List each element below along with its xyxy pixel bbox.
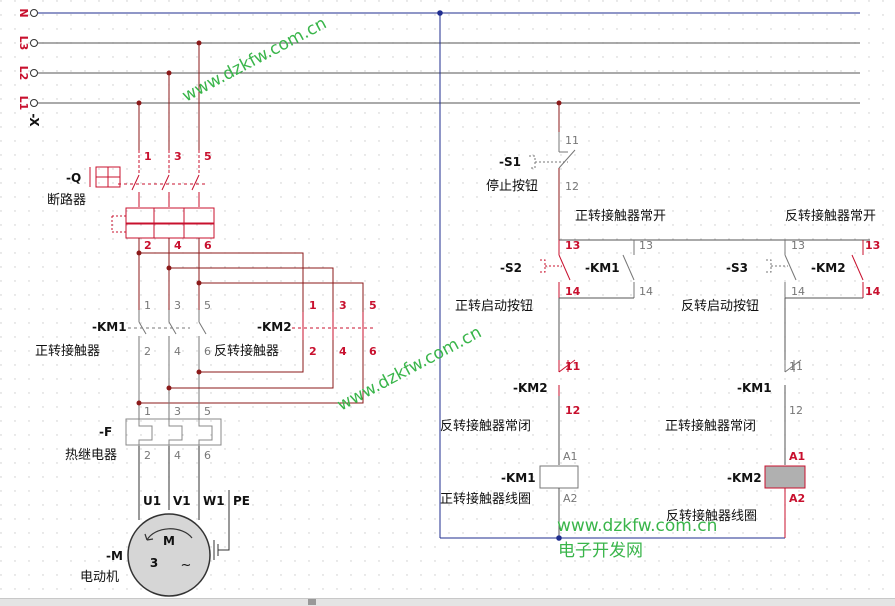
s1-name: 停止按钮 <box>486 178 538 194</box>
km2-coil-pin-a1: A1 <box>789 450 805 463</box>
breaker-pin-4: 4 <box>174 239 182 252</box>
km2-main-name: 反转接触器 <box>214 343 279 359</box>
km2-aux-no-pin-14: 14 <box>865 285 881 298</box>
scrollbar-thumb[interactable] <box>308 599 316 605</box>
motor-symbol <box>127 513 211 597</box>
breaker-pin-5: 5 <box>204 150 212 163</box>
watermark-3: www.dzkfw.com.cn <box>557 516 717 536</box>
km2-main-pin-2: 2 <box>309 345 317 358</box>
s2-tag: -S2 <box>500 261 522 275</box>
km1-main-pin-2: 2 <box>144 345 151 358</box>
motor-tag: -M <box>106 549 123 563</box>
km2-aux-no-tag: -KM2 <box>811 261 846 275</box>
relay-pin-4: 4 <box>174 449 181 462</box>
s2-name: 正转启动按钮 <box>455 299 533 314</box>
km1-aux-nc-pin-12: 12 <box>789 404 803 417</box>
km1-aux-no-caption: 正转接触器常开 <box>575 208 666 224</box>
breaker-pin-1: 1 <box>144 150 152 163</box>
km1-aux-nc-caption: 正转接触器常闭 <box>665 418 756 434</box>
km2-main-pin-5: 5 <box>369 299 377 312</box>
km1-coil-tag: -KM1 <box>501 471 536 485</box>
control-circuit-wires <box>439 13 870 539</box>
km2-coil-tag: -KM2 <box>727 471 762 485</box>
motor-name: 电动机 <box>80 570 119 585</box>
motor-terminal-pe: PE <box>233 494 250 508</box>
bus-label-l2: L2 <box>17 66 30 81</box>
s3-tag: -S3 <box>726 261 748 275</box>
motor-ac: ~ <box>181 558 192 573</box>
bus-lines <box>30 9 860 107</box>
breaker-pin-3: 3 <box>174 150 182 163</box>
km1-coil-pin-a1: A1 <box>563 450 578 463</box>
km1-coil-pin-a2: A2 <box>563 492 578 505</box>
bus-label-x: -X <box>27 113 41 127</box>
junction-dots-control <box>437 10 562 541</box>
watermark-3-sub: 电子开发网 <box>558 541 643 561</box>
km2-main-pin-3: 3 <box>339 299 347 312</box>
relay-pin-1: 1 <box>144 405 151 418</box>
km1-main-pin-3: 3 <box>174 299 181 312</box>
motor-symbol-m: M <box>163 534 175 548</box>
relay-name: 热继电器 <box>65 448 117 463</box>
km2-coil-pin-a2: A2 <box>789 492 805 505</box>
km1-coil-caption: 正转接触器线圈 <box>440 491 531 507</box>
breaker-tag: -Q <box>66 171 81 185</box>
s1-pin-12: 12 <box>565 180 579 193</box>
km1-main-pin-4: 4 <box>174 345 181 358</box>
motor-terminal-w1: W1 <box>203 494 225 508</box>
s3-pin-13: 13 <box>791 239 805 252</box>
km2-main-tag: -KM2 <box>257 320 292 334</box>
breaker-pin-2: 2 <box>144 239 152 252</box>
km1-main-pin-6: 6 <box>204 345 211 358</box>
km1-main-name: 正转接触器 <box>35 343 100 359</box>
km2-main-pin-1: 1 <box>309 299 317 312</box>
main-circuit-wires <box>111 43 373 560</box>
km2-aux-nc-pin-12: 12 <box>565 404 580 417</box>
relay-tag: -F <box>99 425 112 439</box>
junction-dots-main <box>136 40 202 406</box>
breaker-pin-6: 6 <box>204 239 212 252</box>
motor-terminal-u1: U1 <box>143 494 161 508</box>
km2-aux-no-caption: 反转接触器常开 <box>785 208 876 224</box>
bus-label-l3: L3 <box>17 36 30 51</box>
relay-pin-2: 2 <box>144 449 151 462</box>
motor-phase: 3 <box>150 556 158 570</box>
km2-aux-nc-caption: 反转接触器常闭 <box>440 418 531 434</box>
bus-label-n: N <box>17 8 30 17</box>
km2-coil-caption: 反转接触器线圈 <box>666 508 757 524</box>
km1-aux-no-pin-13: 13 <box>639 239 653 252</box>
km2-main-pin-4: 4 <box>339 345 347 358</box>
breaker-handle <box>89 166 121 188</box>
s2-pin-14: 14 <box>565 285 581 298</box>
km1-main-tag: -KM1 <box>92 320 127 334</box>
km1-main-pin-5: 5 <box>204 299 211 312</box>
horizontal-scrollbar[interactable] <box>0 598 895 606</box>
motor-terminal-v1: V1 <box>173 494 191 508</box>
km1-aux-no-pin-14: 14 <box>639 285 653 298</box>
s3-name: 反转启动按钮 <box>681 299 759 314</box>
km1-aux-nc-tag: -KM1 <box>737 381 772 395</box>
relay-pin-6: 6 <box>204 449 211 462</box>
km2-aux-no-pin-13: 13 <box>865 239 880 252</box>
relay-pin-5: 5 <box>204 405 211 418</box>
s3-pin-14: 14 <box>791 285 805 298</box>
km1-main-pin-1: 1 <box>144 299 151 312</box>
bus-label-l1: L1 <box>17 96 30 111</box>
s2-pin-13: 13 <box>565 239 580 252</box>
relay-pin-3: 3 <box>174 405 181 418</box>
km2-aux-nc-tag: -KM2 <box>513 381 548 395</box>
s1-tag: -S1 <box>499 155 521 169</box>
km1-aux-nc-pin-11: 11 <box>789 360 803 373</box>
s1-pin-11: 11 <box>565 134 579 147</box>
breaker-name: 断路器 <box>47 192 86 208</box>
km2-main-pin-6: 6 <box>369 345 377 358</box>
km1-aux-no-tag: -KM1 <box>585 261 620 275</box>
km2-aux-nc-pin-11: 11 <box>565 360 580 373</box>
